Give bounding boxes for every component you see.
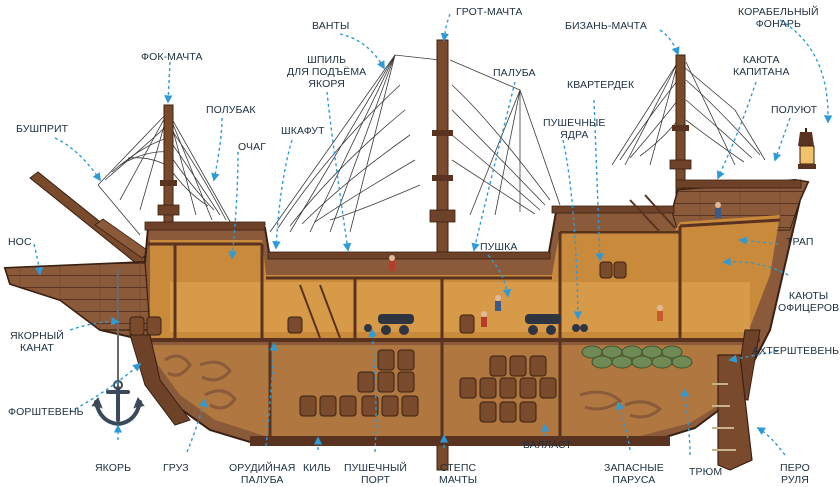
lantern-icon bbox=[798, 128, 816, 169]
cargo-sacks bbox=[581, 345, 693, 369]
label-keel: КИЛЬ bbox=[303, 462, 331, 474]
label-sternpost: АХТЕРШТЕВЕНЬ bbox=[752, 345, 840, 357]
ballast-stones bbox=[164, 354, 663, 419]
label-galley: ОЧАГ bbox=[238, 141, 267, 153]
label-main-mast: ГРОТ-МАЧТА bbox=[456, 6, 523, 18]
label-gun-deck: ОРУДИЙНАЯ ПАЛУБА bbox=[229, 462, 296, 486]
label-anchor-cable: ЯКОРНЫЙ КАНАТ bbox=[10, 330, 64, 354]
leader-lines bbox=[33, 13, 833, 456]
label-deck: ПАЛУБА bbox=[493, 67, 536, 79]
rigging bbox=[97, 54, 766, 236]
label-capstan: ШПИЛЬ ДЛЯ ПОДЪЁМА ЯКОРЯ bbox=[287, 54, 367, 90]
label-captain-cabin: КАЮТА КАПИТАНА bbox=[733, 54, 790, 78]
label-stern-lantern: КОРАБЕЛЬНЫЙ ФОНАРЬ bbox=[738, 6, 819, 30]
label-cannonballs: ПУШЕЧНЫЕ ЯДРА bbox=[543, 117, 606, 141]
label-spare-sails: ЗАПАСНЫЕ ПАРУСА bbox=[604, 462, 664, 486]
anchor-icon bbox=[91, 269, 145, 427]
stairs bbox=[299, 194, 676, 339]
label-gun-port: ПУШЕЧНЫЙ ПОРТ bbox=[344, 462, 408, 486]
label-forecastle: ПОЛУБАК bbox=[206, 104, 256, 116]
barrel-icon bbox=[129, 261, 627, 423]
label-cargo: ГРУЗ bbox=[163, 462, 189, 474]
label-mizzen-mast: БИЗАНЬ-МАЧТА bbox=[565, 20, 647, 32]
sailor-icon bbox=[389, 202, 721, 327]
label-poop-deck: ПОЛУЮТ bbox=[771, 104, 818, 116]
label-officer-cabins: КАЮТЫ ОФИЦЕРОВ bbox=[778, 290, 840, 314]
label-ballast: БАЛЛАСТ bbox=[523, 439, 572, 451]
bowsprit bbox=[29, 171, 151, 269]
keel bbox=[250, 436, 670, 446]
label-stem: ФОРШТЕВЕНЬ bbox=[8, 406, 84, 418]
label-anchor: ЯКОРЬ bbox=[95, 462, 132, 474]
label-ladder: ТРАП bbox=[786, 236, 814, 248]
fore-mast bbox=[163, 104, 174, 236]
label-cannon: ПУШКА bbox=[480, 241, 518, 253]
label-waist: ШКАФУТ bbox=[281, 125, 325, 137]
label-fore-mast: ФОК-МАЧТА bbox=[141, 51, 203, 63]
label-quarterdeck: КВАРТЕРДЕК bbox=[567, 79, 635, 91]
label-hold: ТРЮМ bbox=[689, 466, 723, 478]
cannon-icon bbox=[364, 314, 588, 335]
label-rudder-blade: ПЕРО РУЛЯ bbox=[780, 462, 810, 486]
label-bowsprit: БУШПРИТ bbox=[16, 123, 69, 135]
label-bow: НОС bbox=[8, 236, 32, 248]
label-shrouds: ВАНТЫ bbox=[312, 20, 350, 32]
label-mast-step: СТЕПС МАЧТЫ bbox=[439, 462, 478, 486]
